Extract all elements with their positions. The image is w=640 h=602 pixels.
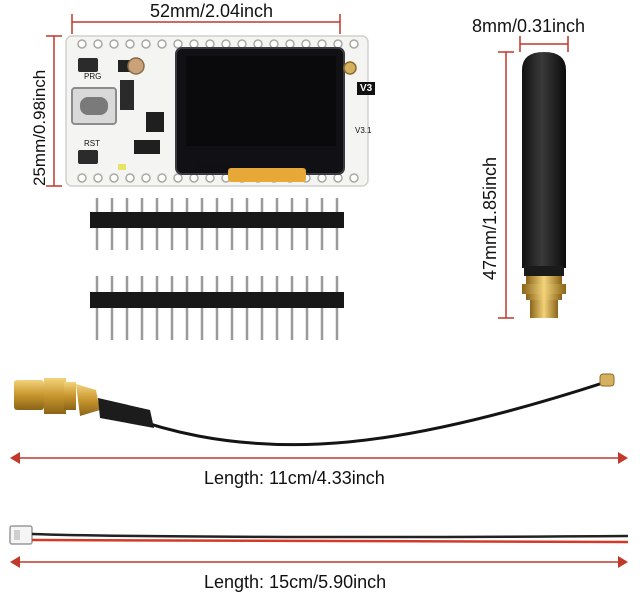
jst-connector (9, 525, 33, 545)
antenna-width-label: 8mm/0.31inch (472, 16, 586, 36)
rst-label: RST (84, 139, 100, 148)
version-small-label: V3.1 (355, 126, 372, 135)
wire-length-label: Length: 15cm/5.90inch (204, 572, 387, 592)
board-width-dimension (71, 14, 341, 34)
antenna-height-label: 47mm/1.85inch (480, 156, 500, 280)
pin-header-top (90, 198, 344, 250)
ipex-connector (343, 61, 357, 75)
sma-pigtail-cable (14, 373, 615, 447)
antenna-width-dimension (519, 36, 569, 52)
wire-length-dimension (10, 556, 628, 568)
antenna (522, 52, 566, 318)
antenna-height-dimension (498, 51, 514, 319)
rst-button (78, 150, 98, 164)
ipex-plug (599, 373, 615, 387)
pigtail-length-label: Length: 11cm/4.33inch (204, 468, 385, 488)
board-height-label: 25mm/0.98inch (30, 69, 49, 186)
board-width-label: 52mm/2.04inch (150, 1, 274, 21)
battery-wire (9, 525, 629, 545)
lora-board (65, 35, 369, 187)
crystal (127, 57, 145, 75)
version-badge: V3 (357, 82, 376, 95)
prg-button (78, 58, 98, 72)
pigtail-length-dimension (10, 452, 628, 464)
board-height-dimension (46, 35, 62, 187)
display-flex-cable (228, 168, 306, 182)
board-footer-text: Designed & Produced (196, 163, 265, 170)
prg-label: PRG (84, 72, 102, 81)
pin-header-bottom (90, 276, 344, 340)
